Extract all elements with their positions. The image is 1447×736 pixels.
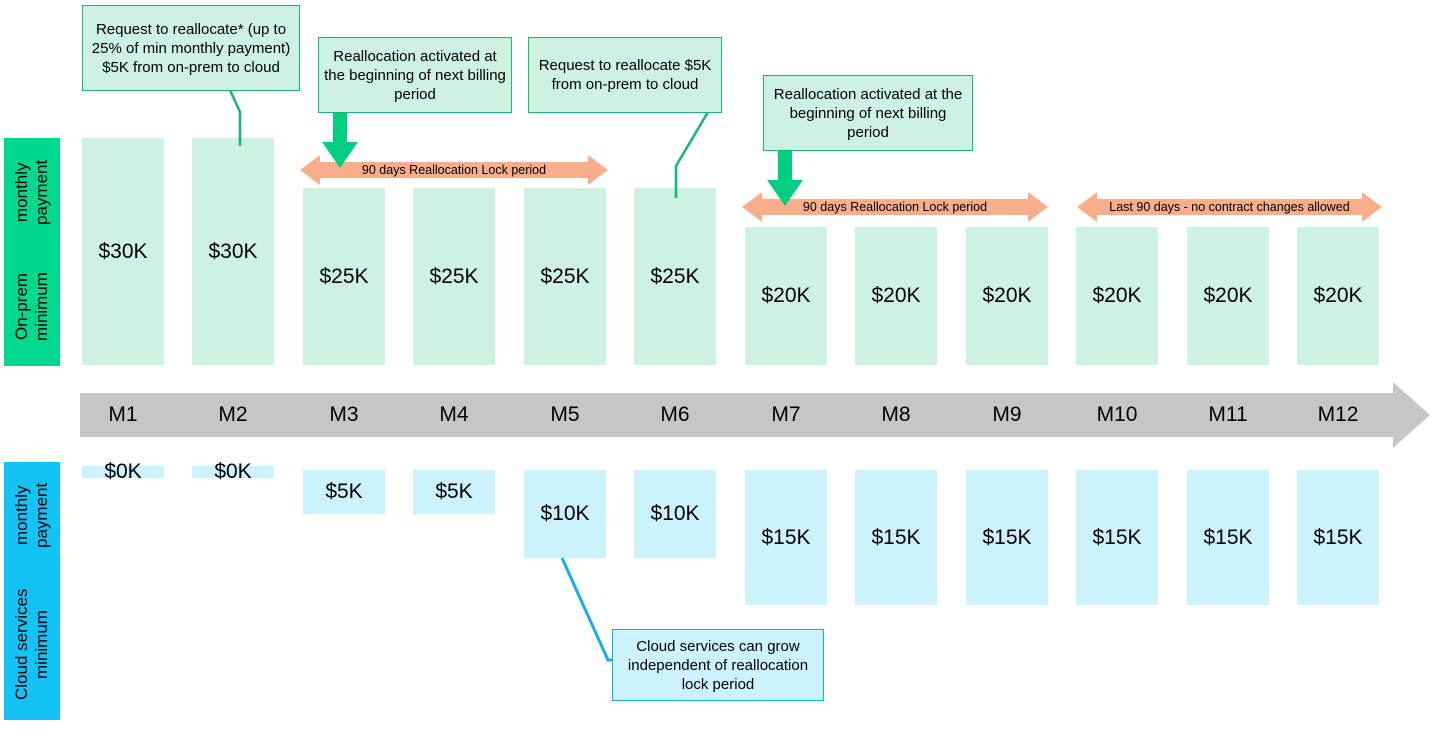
bar-value: $20K bbox=[761, 284, 811, 307]
axis-label-cloud-line2: monthly payment bbox=[12, 482, 51, 548]
bar-value: $20K bbox=[1203, 284, 1253, 307]
leader-line-request1 bbox=[228, 88, 308, 148]
bar-onprem-m6: $25K bbox=[634, 188, 716, 365]
timeline-label-m4: M4 bbox=[439, 403, 469, 426]
bar-value: $15K bbox=[871, 525, 921, 549]
bar-value: $20K bbox=[1092, 284, 1142, 307]
bar-cloud-m1: $0K bbox=[82, 460, 164, 483]
bar-cloud-m8: $15K bbox=[855, 470, 937, 605]
callout-reallocation-activated-1: Reallocation activated at the beginning … bbox=[318, 37, 512, 113]
timeline-body bbox=[80, 393, 1395, 437]
bar-value: $25K bbox=[319, 264, 369, 288]
callout-request-reallocate-2: Request to reallocate $5K from on-prem t… bbox=[528, 37, 722, 113]
bar-onprem-m11: $20K bbox=[1187, 227, 1269, 365]
timeline-label-m7: M7 bbox=[771, 403, 801, 426]
bar-onprem-m8: $20K bbox=[855, 227, 937, 365]
timeline-label-m3: M3 bbox=[329, 403, 359, 426]
bar-cloud-m3: $5K bbox=[303, 470, 385, 514]
callout-cloud-services-grow: Cloud services can grow independent of r… bbox=[612, 629, 824, 701]
bar-cloud-m10: $15K bbox=[1076, 470, 1158, 605]
bar-cloud-m7: $15K bbox=[745, 470, 827, 605]
bar-onprem-m5: $25K bbox=[524, 188, 606, 365]
timeline-label-m12: M12 bbox=[1317, 403, 1359, 426]
timeline-label-m6: M6 bbox=[660, 403, 690, 426]
bar-value: $25K bbox=[650, 264, 700, 288]
timeline-label-m5: M5 bbox=[550, 403, 580, 426]
bar-value: $20K bbox=[982, 284, 1032, 307]
bar-value: $10K bbox=[650, 502, 700, 525]
axis-label-cloud-line1: Cloud services minimum bbox=[12, 588, 51, 700]
bar-onprem-m12: $20K bbox=[1297, 227, 1379, 365]
bar-value: $5K bbox=[325, 480, 363, 503]
leader-line-request2 bbox=[660, 110, 740, 200]
bar-value: $20K bbox=[1313, 284, 1363, 307]
callout-request-reallocate-1-text: Request to reallocate* (up to 25% of min… bbox=[91, 20, 291, 76]
bar-value: $25K bbox=[540, 264, 590, 288]
axis-label-onprem-line1: On-prem minimum bbox=[12, 272, 51, 342]
bar-value: $30K bbox=[98, 239, 148, 263]
bar-onprem-m9: $20K bbox=[966, 227, 1048, 365]
bar-onprem-m7: $20K bbox=[745, 227, 827, 365]
bar-onprem-m1: $30K bbox=[82, 138, 164, 365]
bar-cloud-m11: $15K bbox=[1187, 470, 1269, 605]
last-90-days-arrow: Last 90 days - no contract changes allow… bbox=[1077, 192, 1382, 222]
bar-value: $20K bbox=[871, 284, 921, 307]
bar-value: $5K bbox=[435, 480, 473, 503]
green-down-arrow-icon-1 bbox=[322, 110, 358, 168]
bar-onprem-m2: $30K bbox=[192, 138, 274, 365]
bar-value: $15K bbox=[1092, 525, 1142, 549]
bar-cloud-m2: $0K bbox=[192, 460, 274, 483]
timeline-arrowhead-icon bbox=[1393, 382, 1430, 448]
axis-label-onprem-line2: monthly payment bbox=[12, 160, 51, 226]
callout-reallocation-activated-2-text: Reallocation activated at the beginning … bbox=[773, 85, 963, 141]
bar-value: $0K bbox=[214, 460, 252, 483]
axis-label-cloud: Cloud services minimum monthly payment bbox=[4, 462, 60, 720]
callout-reallocation-activated-1-text: Reallocation activated at the beginning … bbox=[324, 47, 506, 103]
timeline-label-m8: M8 bbox=[881, 403, 911, 426]
green-down-arrow-icon-2 bbox=[767, 148, 803, 206]
callout-cloud-services-grow-text: Cloud services can grow independent of r… bbox=[627, 637, 809, 693]
bar-value: $15K bbox=[1203, 525, 1253, 549]
bar-value: $10K bbox=[540, 502, 590, 525]
bar-value: $30K bbox=[208, 239, 258, 263]
bar-value: $15K bbox=[1313, 525, 1363, 549]
bar-cloud-m6: $10K bbox=[634, 470, 716, 558]
bar-value: $25K bbox=[429, 264, 479, 288]
bar-cloud-m9: $15K bbox=[966, 470, 1048, 605]
timeline-arrow bbox=[80, 382, 1430, 448]
timeline-label-m9: M9 bbox=[992, 403, 1022, 426]
bar-value: $0K bbox=[104, 460, 142, 483]
timeline-label-m2: M2 bbox=[218, 403, 248, 426]
bar-cloud-m12: $15K bbox=[1297, 470, 1379, 605]
callout-request-reallocate-2-text: Request to reallocate $5K from on-prem t… bbox=[538, 57, 712, 93]
bar-value: $15K bbox=[982, 525, 1032, 549]
bar-onprem-m4: $25K bbox=[413, 188, 495, 365]
axis-label-onprem: On-prem minimum monthly payment bbox=[4, 138, 60, 366]
bar-onprem-m3: $25K bbox=[303, 188, 385, 365]
timeline-label-m11: M11 bbox=[1208, 403, 1248, 426]
callout-request-reallocate-1: Request to reallocate* (up to 25% of min… bbox=[82, 5, 300, 91]
timeline-label-m1: M1 bbox=[108, 403, 138, 426]
callout-reallocation-activated-2: Reallocation activated at the beginning … bbox=[763, 75, 973, 151]
timeline-label-m10: M10 bbox=[1096, 403, 1138, 426]
bar-cloud-m5: $10K bbox=[524, 470, 606, 558]
bar-onprem-m10: $20K bbox=[1076, 227, 1158, 365]
bar-cloud-m4: $5K bbox=[413, 470, 495, 514]
bar-value: $15K bbox=[761, 525, 811, 549]
